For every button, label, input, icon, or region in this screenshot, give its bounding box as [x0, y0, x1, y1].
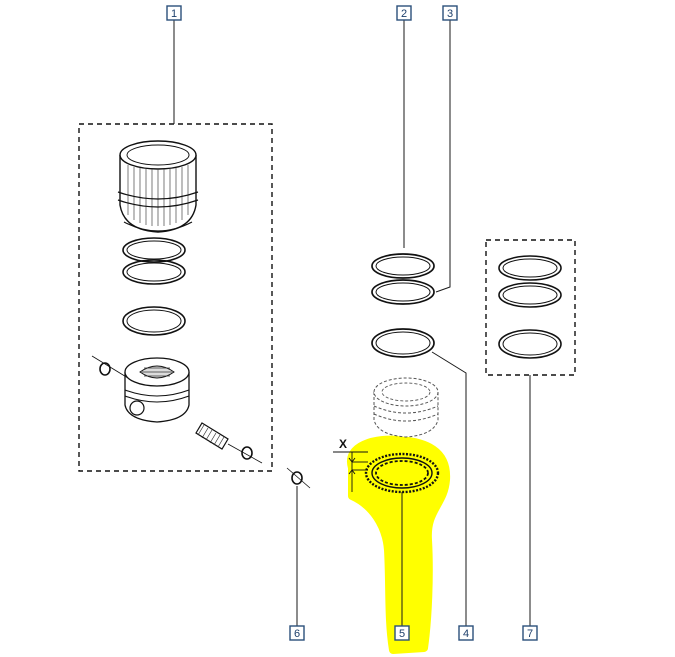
callout-7-label: 7 — [527, 628, 533, 640]
callout-2-label: 2 — [401, 8, 407, 20]
group1-ring-middle — [122, 259, 186, 285]
callout-4-label: 4 — [463, 628, 469, 640]
circlip-left — [91, 355, 129, 379]
leader-line-3 — [435, 19, 451, 293]
piston — [124, 357, 190, 423]
group7-ring-lower — [498, 329, 562, 359]
group1-ring-top — [122, 237, 186, 263]
callout-3: 3 — [442, 5, 458, 21]
group7-ring-middle — [498, 282, 562, 308]
circlip-part-6 — [286, 467, 311, 489]
callout-2: 2 — [396, 5, 412, 21]
callout-6-label: 6 — [294, 628, 300, 640]
dimension-x-label: X — [339, 437, 347, 451]
circlip-right — [227, 443, 263, 464]
ghost-piston — [373, 377, 439, 438]
callout-5-label: 5 — [399, 628, 405, 640]
piston-pin — [195, 422, 229, 450]
ring-part-5 — [364, 452, 440, 494]
group1-ring-lower — [122, 306, 186, 336]
ring-part-2 — [371, 253, 435, 279]
callout-1-label: 1 — [171, 8, 177, 20]
callout-1: 1 — [166, 5, 182, 21]
ring-part-4 — [371, 328, 435, 358]
highlight-marker — [347, 435, 451, 654]
callout-4: 4 — [458, 625, 474, 641]
leader-line-4 — [431, 351, 467, 626]
callout-5: 5 — [394, 625, 410, 641]
dimension-x: X — [333, 437, 368, 492]
cylinder-liner — [117, 140, 199, 233]
callout-7: 7 — [522, 625, 538, 641]
ring-part-3 — [371, 279, 435, 305]
group-box-7 — [485, 239, 576, 376]
callout-3-label: 3 — [447, 8, 453, 20]
callout-6: 6 — [289, 625, 305, 641]
group7-ring-top — [498, 255, 562, 281]
